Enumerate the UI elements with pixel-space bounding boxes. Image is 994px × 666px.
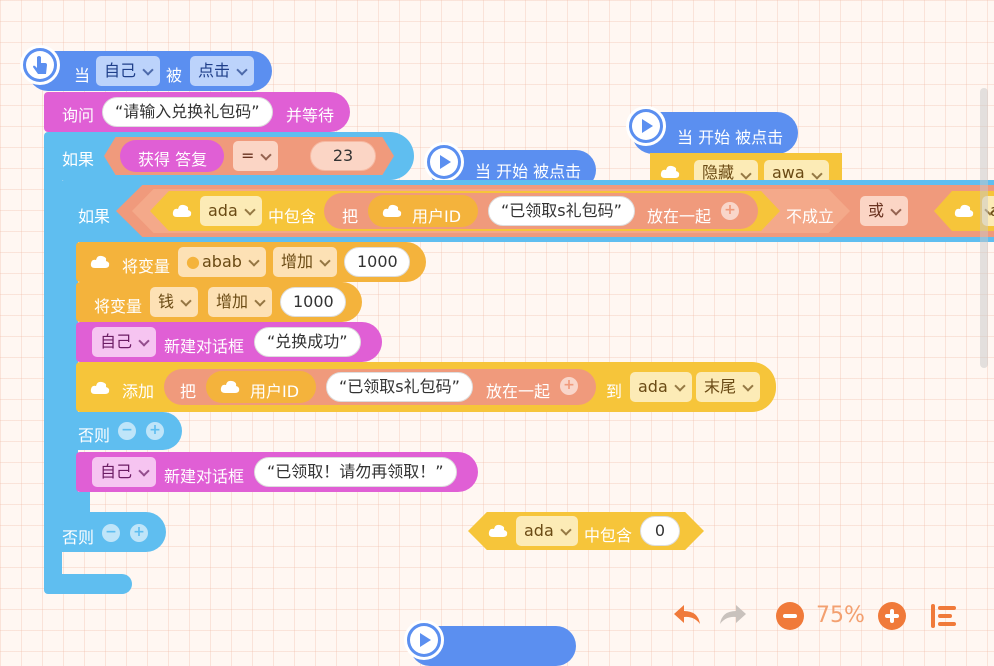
dialog-claimed-input[interactable]: “已领取！请勿再领取！” bbox=[254, 457, 457, 487]
to-label: 到 bbox=[606, 382, 623, 401]
else-inner-minus-button[interactable]: − bbox=[118, 422, 136, 440]
cloud-icon-add bbox=[90, 381, 110, 394]
answer-block[interactable] bbox=[120, 140, 224, 172]
self-dropdown[interactable]: 自己 bbox=[92, 327, 157, 357]
floating-list-dropdown[interactable]: ada bbox=[516, 516, 578, 546]
cloud-icon-contains bbox=[172, 204, 192, 217]
user-id-label: 用户ID bbox=[412, 207, 462, 226]
ask-wait-label: 并等待 bbox=[286, 106, 335, 125]
or-op-dropdown[interactable]: 或 bbox=[860, 196, 909, 226]
answer-label: 获得 答复 bbox=[138, 150, 208, 169]
play-icon-3 bbox=[626, 106, 666, 146]
else-outer-label: 否则 bbox=[62, 528, 95, 547]
join-add-button-2[interactable]: + bbox=[560, 377, 578, 395]
join-label: 把 bbox=[342, 207, 359, 226]
cloud-icon-floating bbox=[488, 524, 508, 537]
join-together-label-2: 放在一起 bbox=[486, 382, 551, 401]
if-outer-footer bbox=[44, 574, 132, 594]
inc-op-dropdown-2[interactable]: 增加 bbox=[208, 287, 273, 317]
new-dialog-label: 新建对话框 bbox=[164, 337, 245, 356]
inner-if-label: 如果 bbox=[78, 207, 111, 226]
list-var-dropdown[interactable]: ada bbox=[200, 196, 262, 226]
play-icon bbox=[424, 142, 464, 182]
target-dropdown-self[interactable]: 自己 bbox=[96, 56, 161, 86]
hat-when-label: 当 bbox=[74, 66, 91, 85]
join-together-label: 放在一起 bbox=[647, 207, 712, 226]
new-dialog-label-2: 新建对话框 bbox=[164, 467, 245, 486]
claimed-text-input-2[interactable]: “已领取s礼包码” bbox=[326, 372, 473, 402]
else-inner-label: 否则 bbox=[78, 426, 111, 445]
zoom-level: 75% bbox=[816, 603, 865, 628]
contains-label: 中包含 bbox=[268, 207, 317, 226]
self-dropdown-2[interactable]: 自己 bbox=[92, 457, 157, 487]
vertical-scrollbar[interactable] bbox=[980, 88, 988, 368]
set-var-label: 将变量 bbox=[122, 257, 171, 276]
var-dropdown-abab[interactable]: ● abab bbox=[178, 247, 266, 277]
plus-icon-v bbox=[890, 609, 894, 623]
cloud-upload-icon-var bbox=[90, 255, 110, 268]
redo-icon[interactable] bbox=[716, 600, 750, 630]
not-true-label: 不成立 bbox=[786, 207, 835, 226]
if-inner-footer bbox=[60, 492, 90, 512]
cloud-upload-icon-2 bbox=[220, 380, 240, 393]
else-outer-arm bbox=[44, 550, 62, 576]
inc-value-input-2[interactable]: 1000 bbox=[280, 287, 346, 317]
join-add-button[interactable]: + bbox=[721, 202, 739, 220]
else-inner-plus-button[interactable]: + bbox=[146, 422, 164, 440]
cloud-upload-icon bbox=[382, 204, 402, 217]
undo-icon[interactable] bbox=[670, 600, 704, 630]
user-icon: ● bbox=[186, 252, 200, 271]
zoom-out-button[interactable] bbox=[776, 602, 804, 630]
eq-value-input[interactable]: 23 bbox=[310, 141, 376, 171]
play-icon-4 bbox=[404, 620, 444, 660]
dialog-success-input[interactable]: “兑换成功” bbox=[254, 327, 361, 357]
event-dropdown[interactable]: 点击 bbox=[190, 56, 255, 86]
eq-op-dropdown[interactable]: = bbox=[233, 141, 279, 171]
var-name-abab: abab bbox=[202, 252, 242, 271]
zoom-in-button[interactable] bbox=[878, 602, 906, 630]
hat-by-label: 被 bbox=[166, 66, 183, 85]
user-id-label-2: 用户ID bbox=[250, 382, 300, 401]
var-dropdown-money[interactable]: 钱 bbox=[150, 287, 199, 317]
inc-op-dropdown[interactable]: 增加 bbox=[273, 247, 338, 277]
minus-icon bbox=[783, 614, 797, 618]
claimed-text-input[interactable]: “已领取s礼包码” bbox=[488, 196, 635, 226]
ask-label: 询问 bbox=[62, 106, 95, 125]
floating-value-input[interactable]: 0 bbox=[640, 516, 680, 546]
if-block-outer-arm bbox=[44, 175, 62, 515]
join-label-2: 把 bbox=[180, 382, 197, 401]
list-var-dropdown-2[interactable]: ada bbox=[630, 372, 692, 402]
hat-label-2: 当 开始 被点击 bbox=[475, 162, 582, 181]
if-label: 如果 bbox=[62, 150, 95, 169]
pointer-icon bbox=[20, 45, 60, 85]
ask-text-input[interactable]: “请输入兑换礼包码” bbox=[102, 97, 273, 127]
inc-value-input[interactable]: 1000 bbox=[344, 247, 410, 277]
else-outer-minus-button[interactable]: − bbox=[102, 524, 120, 542]
hat-label-3: 当 开始 被点击 bbox=[677, 128, 784, 147]
add-label: 添加 bbox=[122, 382, 155, 401]
set-var-label-2: 将变量 bbox=[94, 297, 143, 316]
cloud-icon-contains-2 bbox=[954, 204, 974, 217]
end-pos-dropdown[interactable]: 末尾 bbox=[696, 372, 761, 402]
align-blocks-icon[interactable] bbox=[930, 603, 958, 629]
floating-contains-label: 中包含 bbox=[584, 526, 633, 545]
cloud-icon bbox=[660, 165, 680, 178]
else-outer-plus-button[interactable]: + bbox=[130, 524, 148, 542]
